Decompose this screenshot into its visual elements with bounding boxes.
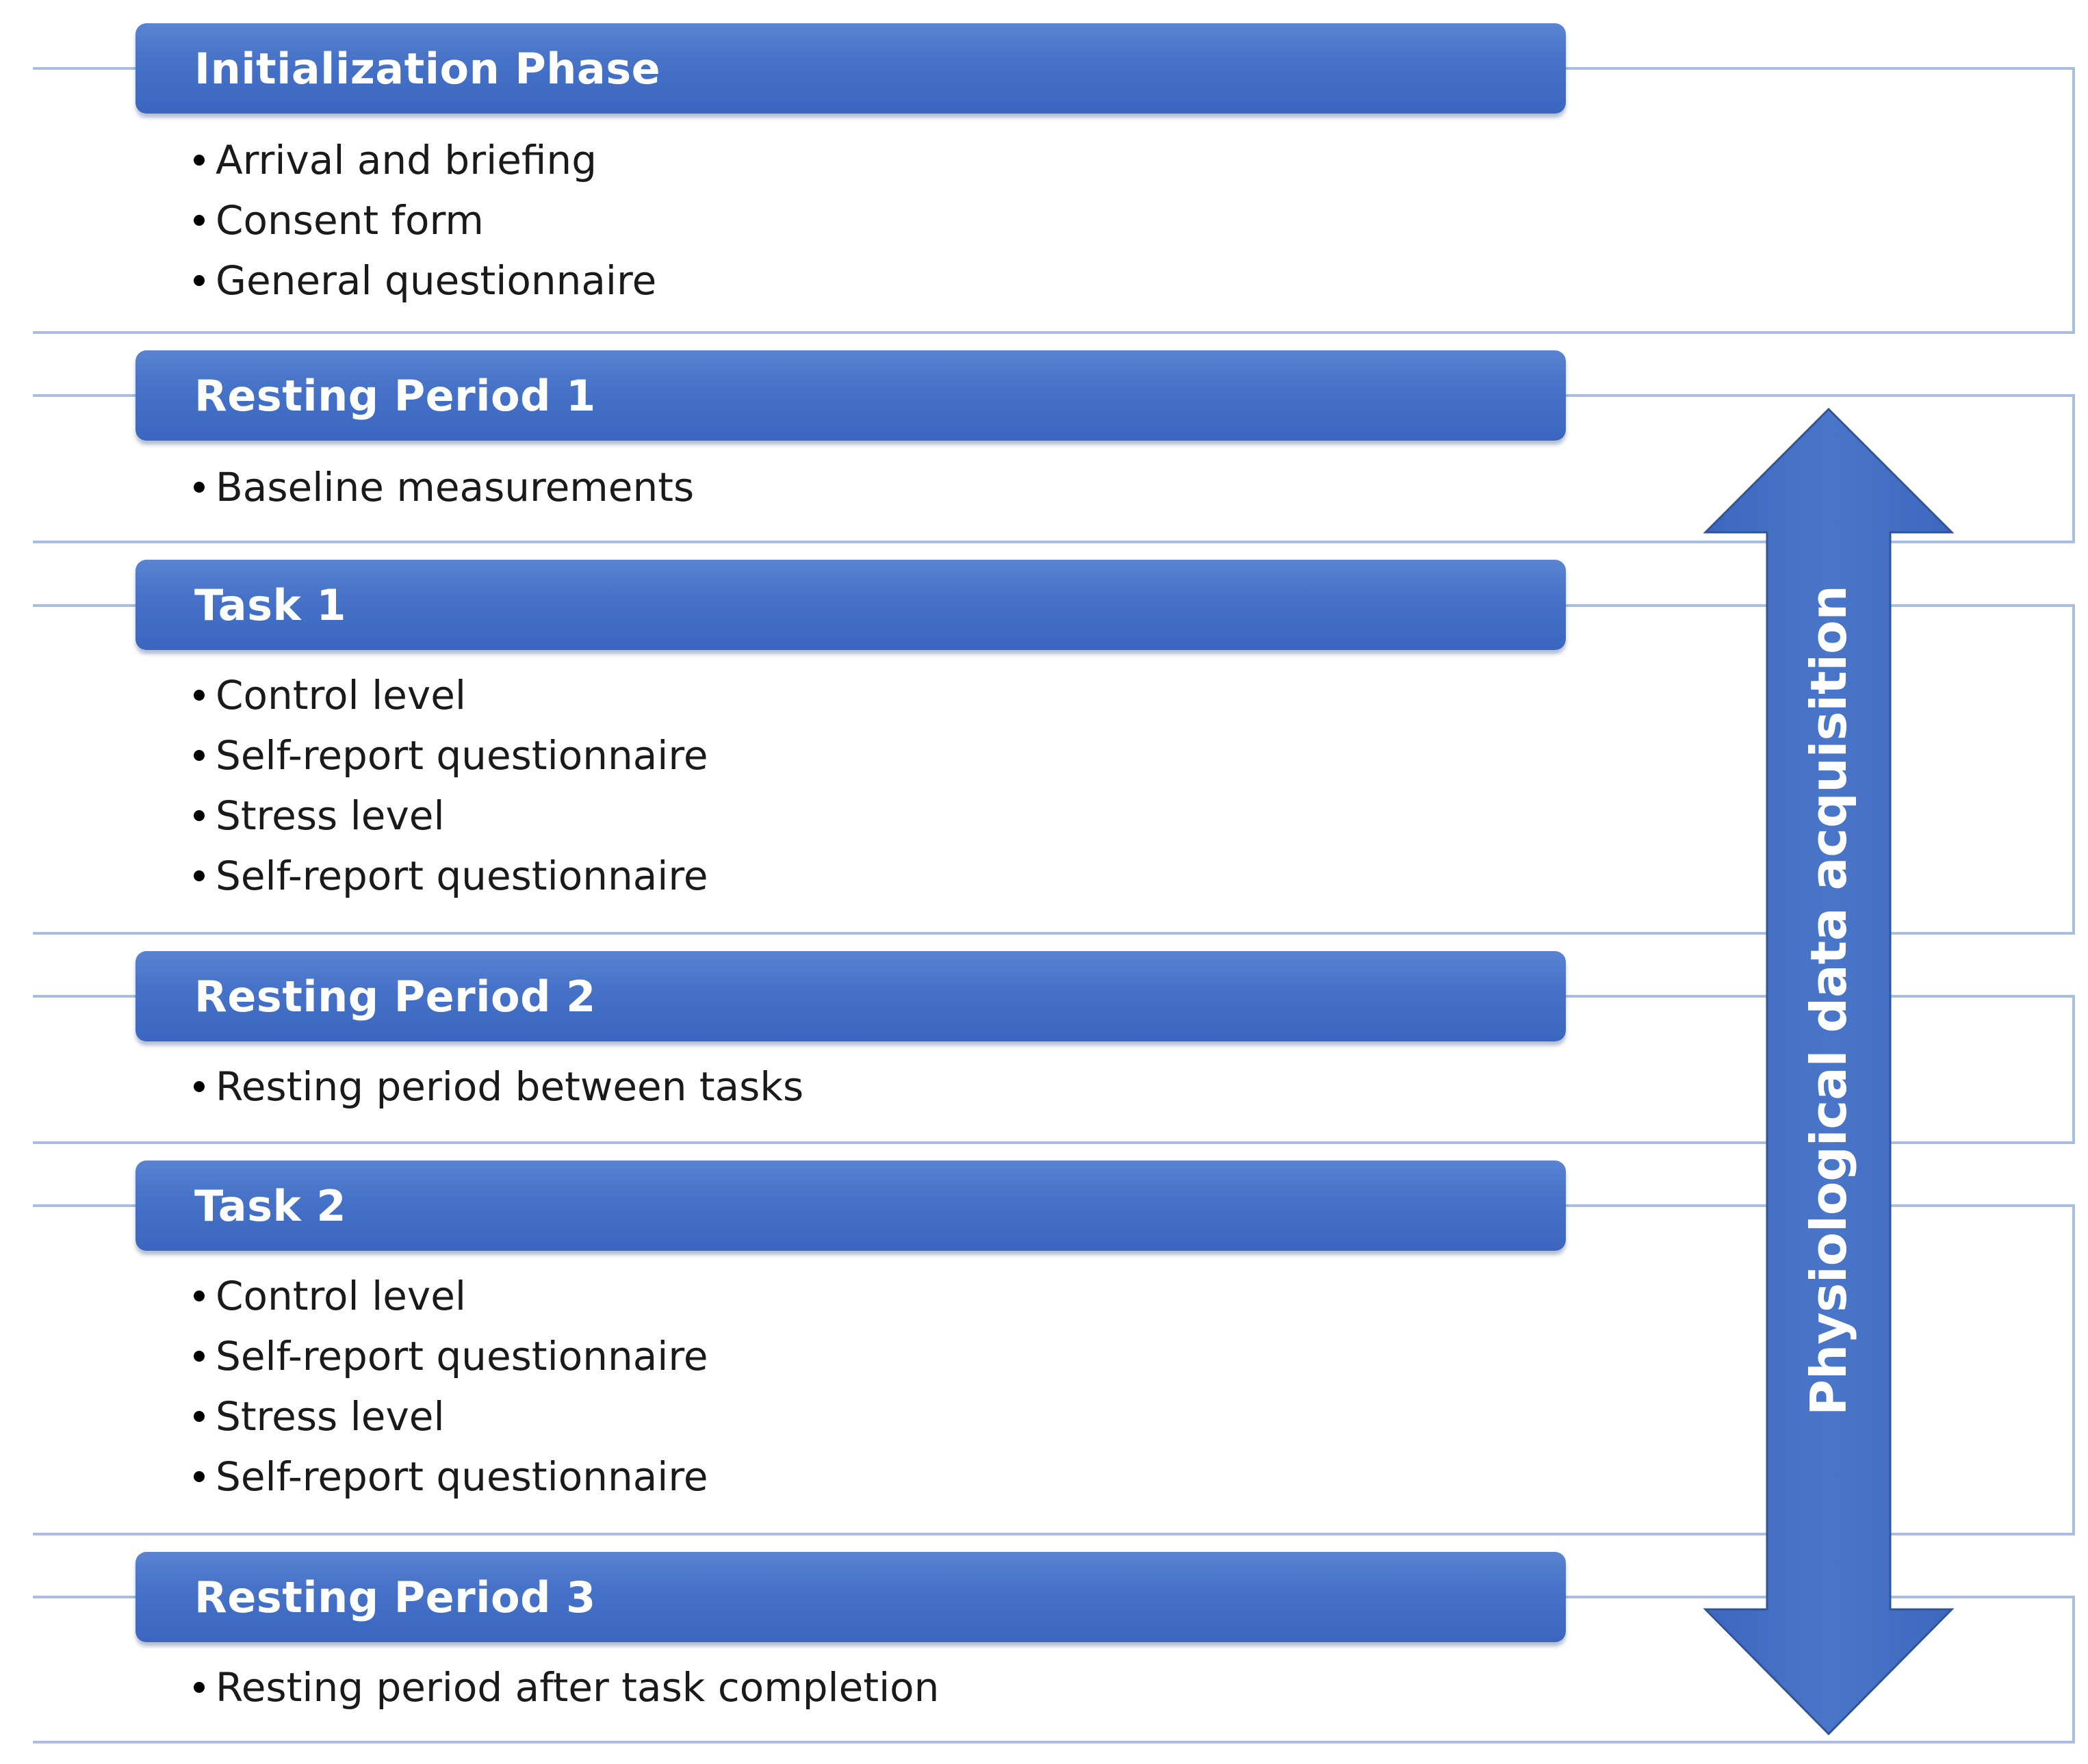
double-arrow-icon [1703, 407, 1955, 1736]
list-item: Control level [194, 1266, 708, 1326]
phase-header-initialization: Initialization Phase [136, 23, 1566, 114]
phase-title: Resting Period 1 [194, 370, 596, 421]
list-item: Control level [194, 665, 708, 725]
phase-title: Task 2 [194, 1180, 346, 1231]
item-text: Arrival and briefing [216, 137, 597, 183]
item-text: General questionnaire [216, 257, 657, 304]
phase-items-task-1: Control level Self-report questionnaire … [194, 665, 708, 906]
list-item: Self-report questionnaire [194, 725, 708, 786]
item-text: Resting period after task completion [216, 1664, 940, 1711]
phase-header-resting-1: Resting Period 1 [136, 350, 1566, 441]
item-text: Self-report questionnaire [216, 1453, 708, 1500]
item-text: Stress level [216, 792, 445, 839]
arrow-label: Physiological data acquisition [1800, 585, 1857, 1416]
list-item: Stress level [194, 1386, 708, 1447]
item-text: Stress level [216, 1393, 445, 1440]
item-text: Self-report questionnaire [216, 732, 708, 779]
bullet-icon [194, 1471, 205, 1482]
item-text: Baseline measurements [216, 464, 695, 510]
bullet-icon [194, 750, 205, 761]
bullet-icon [194, 1290, 205, 1301]
phase-header-resting-2: Resting Period 2 [136, 951, 1566, 1041]
item-text: Self-report questionnaire [216, 1333, 708, 1379]
phase-title: Task 1 [194, 580, 346, 630]
item-text: Control level [216, 1273, 467, 1319]
phase-title: Resting Period 3 [194, 1572, 596, 1622]
list-item: Baseline measurements [194, 457, 694, 517]
bullet-icon [194, 275, 205, 286]
list-item: Consent form [194, 190, 656, 250]
phase-header-task-2: Task 2 [136, 1160, 1566, 1251]
list-item: Arrival and briefing [194, 130, 656, 190]
bullet-icon [194, 690, 205, 701]
bullet-icon [194, 1081, 205, 1092]
phase-frame-initialization [33, 67, 2075, 334]
phase-items-initialization: Arrival and briefing Consent form Genera… [194, 130, 656, 311]
bullet-icon [194, 482, 205, 493]
item-text: Control level [216, 672, 467, 718]
bullet-icon [194, 155, 205, 166]
phase-title: Initialization Phase [194, 43, 661, 94]
phase-header-resting-3: Resting Period 3 [136, 1552, 1566, 1642]
list-item: Self-report questionnaire [194, 846, 708, 906]
list-item: Resting period after task completion [194, 1657, 939, 1717]
phase-items-resting-3: Resting period after task completion [194, 1657, 939, 1717]
bullet-icon [194, 870, 205, 881]
item-text: Resting period between tasks [216, 1063, 804, 1110]
bullet-icon [194, 215, 205, 226]
phase-frame-resting-1 [33, 394, 2075, 543]
list-item: Self-report questionnaire [194, 1447, 708, 1507]
phase-items-resting-1: Baseline measurements [194, 457, 694, 517]
list-item: Stress level [194, 786, 708, 846]
phase-header-task-1: Task 1 [136, 560, 1566, 650]
phase-title: Resting Period 2 [194, 971, 596, 1022]
list-item: Self-report questionnaire [194, 1326, 708, 1386]
bullet-icon [194, 1411, 205, 1422]
list-item: General questionnaire [194, 250, 656, 311]
bullet-icon [194, 810, 205, 821]
bullet-icon [194, 1351, 205, 1362]
bullet-icon [194, 1682, 205, 1693]
list-item: Resting period between tasks [194, 1056, 803, 1117]
item-text: Self-report questionnaire [216, 853, 708, 899]
phase-items-resting-2: Resting period between tasks [194, 1056, 803, 1117]
item-text: Consent form [216, 197, 484, 244]
phase-items-task-2: Control level Self-report questionnaire … [194, 1266, 708, 1507]
